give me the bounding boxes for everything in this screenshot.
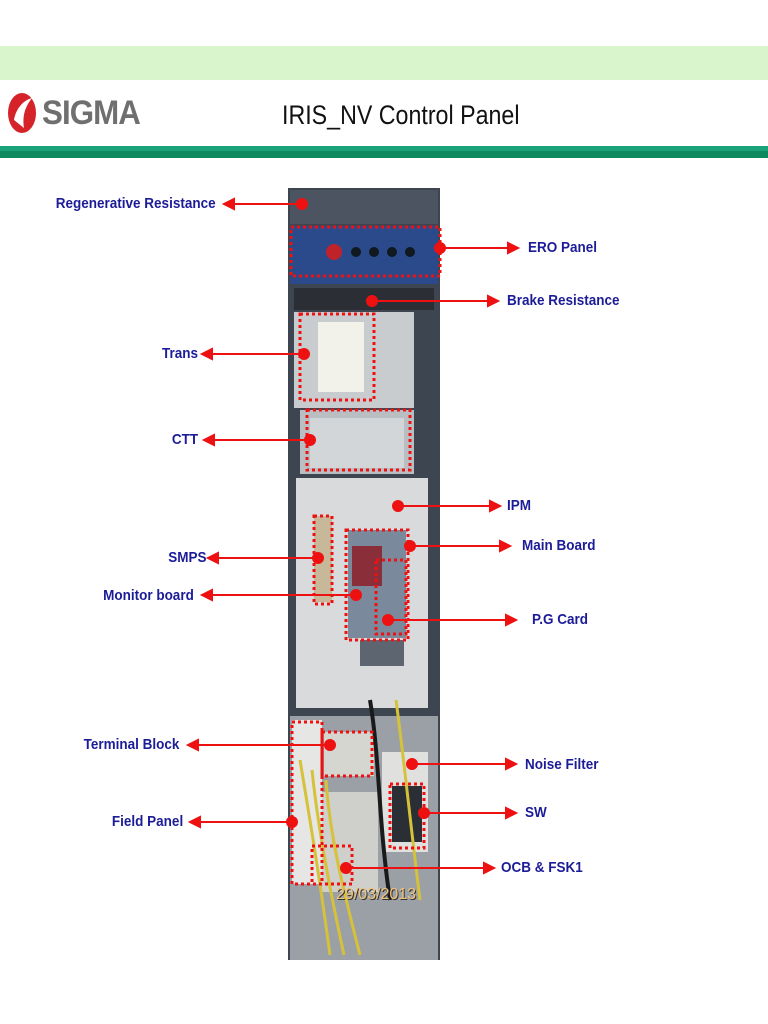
arrow-monitor [199,588,213,602]
pg-card-box [374,558,408,636]
ocb-box [310,844,354,886]
ero-panel-box [289,225,442,278]
arrow-pg [505,613,519,627]
dot-ctt [304,434,316,446]
dot-ipm [392,500,404,512]
arrow-smps [205,551,219,565]
brand-name: SIGMA [42,93,141,132]
arrow-main-board [499,539,513,553]
arrow-ero [507,241,521,255]
dot-ocb [340,862,352,874]
label-brake-resistance: Brake Resistance [507,292,620,309]
field-panel-box [290,720,324,886]
label-ero-panel: ERO Panel [528,239,598,256]
panel-photo [288,188,440,960]
dot-pg [382,614,394,626]
dot-smps [312,552,324,564]
sigma-logo-icon [8,93,36,133]
arrow-terminal [185,738,199,752]
dot-field [286,816,298,828]
arrow-regenerative [221,197,235,211]
label-trans: Trans [161,345,198,362]
label-sw: SW [525,804,547,821]
dot-terminal [324,739,336,751]
arrow-trans [199,347,213,361]
label-monitor-board: Monitor board [103,587,194,604]
main-board-box [344,528,410,642]
arrow-noise [505,757,519,771]
sigma-logo: SIGMA [6,88,148,138]
page-title: IRIS_NV Control Panel [282,100,520,130]
label-noise-filter: Noise Filter [525,756,599,773]
dot-brake [366,295,378,307]
label-ipm: IPM [507,497,532,514]
arrow-sw [505,806,519,820]
header-divider [0,146,768,151]
label-field-panel: Field Panel [111,813,183,830]
terminal-block-box [320,730,374,778]
dot-trans [298,348,310,360]
label-main-board: Main Board [522,537,596,554]
arrow-field [187,815,201,829]
arrows [185,197,521,875]
dot-ero [434,242,446,254]
label-regenerative-resistance: Regenerative Resistance [56,195,216,212]
arrow-ocb [483,861,497,875]
dot-noise [406,758,418,770]
label-pg-card: P.G Card [532,611,589,628]
dot-sw [418,807,430,819]
arrow-ctt [201,433,215,447]
dot-regenerative [296,198,308,210]
dot-monitor [350,589,362,601]
label-terminal-block: Terminal Block [83,736,179,753]
arrow-brake [487,294,501,308]
top-band [0,46,768,80]
photo-date-stamp: 29/03/2013 [336,886,417,903]
label-ocb-fsk1: OCB & FSK1 [501,859,583,876]
arrow-ipm [489,499,503,513]
header-divider-lower [0,151,768,158]
label-smps: SMPS [168,549,207,566]
label-ctt: CTT [171,431,198,448]
dot-main-board [404,540,416,552]
